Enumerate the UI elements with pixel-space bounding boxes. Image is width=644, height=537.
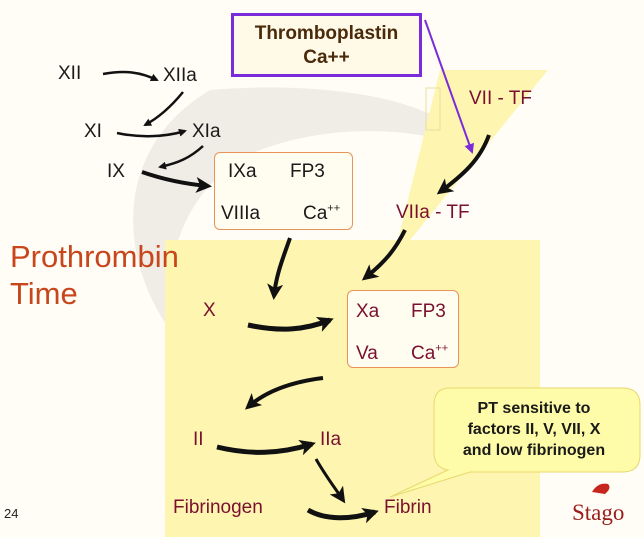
complex-viiia: VIIIa: [221, 203, 261, 224]
factor-fibrinogen: Fibrinogen: [173, 497, 263, 518]
arrow-ix-complex: [141, 170, 212, 193]
factor-fibrin: Fibrin: [384, 497, 432, 518]
arrow-iia-fibrin: [314, 458, 346, 504]
arrow-xii-xiia: [102, 70, 159, 82]
stago-logo: Stago: [572, 500, 625, 525]
title-line-1: Prothrombin: [10, 239, 179, 274]
slide-title: Prothrombin Time: [10, 238, 179, 312]
arrow-viia-xa: [361, 229, 407, 281]
factor-viia-tf: VIIa - TF: [396, 202, 470, 223]
arrow-xia-ix: [158, 145, 204, 170]
arrow-fibrinogen-fibrin: [306, 507, 379, 524]
complex-fp3-intrinsic: FP3: [290, 161, 325, 182]
factor-xii: XII: [58, 63, 82, 84]
extrinsic-highlight: [398, 70, 548, 240]
arrow-xi-xia: [116, 128, 187, 138]
factor-iia: IIa: [320, 429, 342, 450]
title-line-2: Time: [10, 276, 78, 311]
calcium-label: Ca++: [303, 47, 350, 68]
complex-va: Va: [356, 343, 378, 364]
factor-xia: XIa: [192, 121, 221, 142]
factor-vii-tf: VII - TF: [469, 88, 532, 109]
arrow-ii-iia: [216, 439, 316, 456]
arrow-thromboplastin-viia: [424, 19, 475, 154]
complex-ca-intrinsic: Ca++: [303, 202, 341, 224]
thromboplastin-box: Thromboplastin Ca++: [231, 13, 422, 77]
callout-bubble: [389, 387, 641, 498]
factor-ii: II: [193, 429, 204, 450]
factor-ix: IX: [107, 161, 125, 182]
complex-xa: Xa: [356, 301, 380, 322]
complex-ixa: IXa: [228, 161, 257, 182]
factor-xi: XI: [84, 121, 102, 142]
arrow-complex-ii: [244, 376, 324, 410]
vii-outline: [425, 87, 441, 131]
complex-ca-common: Ca++: [411, 342, 449, 364]
arrow-x-xa: [247, 317, 334, 332]
page-number: 24: [4, 506, 19, 521]
callout-text: PT sensitive to factors II, V, VII, X an…: [462, 400, 606, 459]
background-swirl: [133, 87, 470, 330]
thromboplastin-label: Thromboplastin: [254, 23, 399, 44]
logo-hat-icon: [592, 483, 610, 494]
complex-fp3-common: FP3: [411, 301, 446, 322]
prothrombinase-complex: [347, 290, 459, 368]
arrow-xiia-xi: [143, 91, 184, 127]
arrow-vii-viia: [436, 134, 491, 195]
factor-xiia: XIIa: [163, 65, 197, 86]
intrinsic-tenase-complex: [214, 152, 353, 230]
arrow-ixa-complex-down: [267, 237, 292, 300]
factor-x: X: [203, 300, 216, 321]
